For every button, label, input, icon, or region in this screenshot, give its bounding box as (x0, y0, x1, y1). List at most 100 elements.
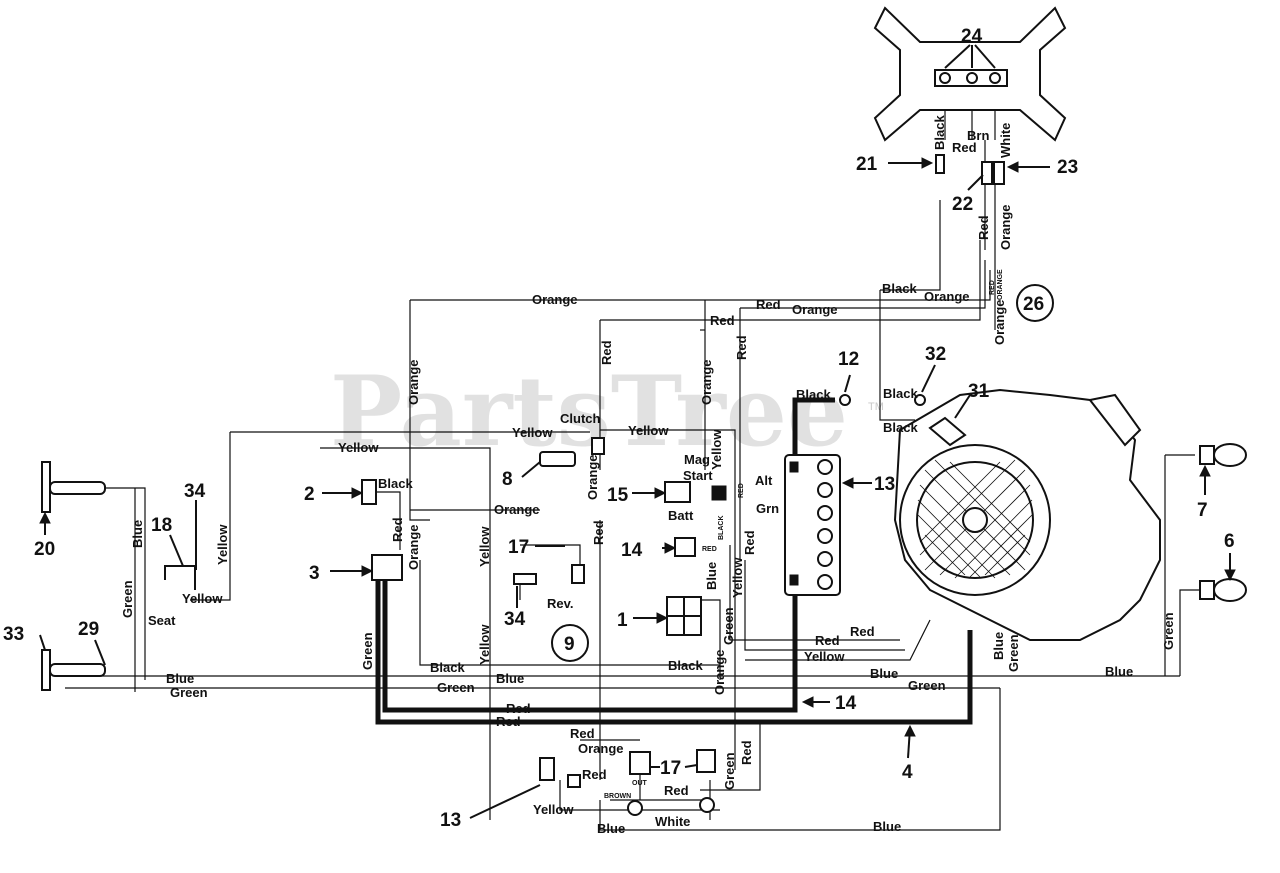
callout-31: 34 (184, 481, 206, 502)
callout-29: 29 (78, 619, 99, 640)
label-black-2: Black (378, 476, 413, 491)
callout-3: 3 (309, 563, 320, 584)
lamp-21 (41, 461, 106, 513)
label-orange-3: Orange (406, 524, 421, 570)
label-green-21: Green (120, 580, 135, 618)
label-green-v1: Green (721, 607, 736, 645)
battery-11 (784, 454, 841, 596)
ignition-15 (664, 481, 691, 503)
label-blue-v-eng: Blue (991, 632, 1006, 660)
label-red-23: Red (952, 140, 977, 155)
label-red-top2: Red (710, 313, 735, 328)
label-green-mid: Green (437, 680, 475, 695)
callout-8-circle (551, 624, 589, 662)
callout-17: 17 (660, 758, 681, 779)
label-black-mid: Black (430, 660, 465, 675)
label-blue-r: Blue (870, 666, 898, 681)
label-red-small3: RED (702, 546, 717, 553)
connector-24 (993, 161, 1005, 185)
label-blue-29: Blue (166, 671, 194, 686)
label-yellow-3: Yellow (338, 440, 379, 455)
callout-30: 33 (3, 624, 24, 645)
label-green-v17: Green (722, 752, 737, 790)
connector-23 (981, 161, 993, 185)
callouts: 24 21 23 22 26 12 32 31 13 7 6 14 4 20 3… (3, 26, 1235, 831)
clutch-connector (591, 437, 605, 455)
label-red-small: RED (989, 280, 996, 295)
component-2 (361, 479, 377, 505)
label-red-12b: Red (582, 767, 607, 782)
switch-9 (539, 451, 576, 467)
label-green-r: Green (908, 678, 946, 693)
label-white-24: White (998, 123, 1013, 158)
label-orange-12: Orange (578, 741, 624, 756)
label-yellow-v15: Yellow (709, 429, 724, 470)
label-red-11a: Red (850, 624, 875, 639)
label-batt: Batt (668, 508, 694, 523)
callout-9: 8 (502, 469, 513, 490)
seat-switch-20 (164, 565, 196, 590)
label-green-v-eng: Green (1006, 634, 1021, 672)
label-red-v-mid: Red (591, 520, 606, 545)
callout-18: 17 (508, 537, 529, 558)
callout-22: 21 (856, 154, 878, 175)
connector-12 (567, 774, 581, 788)
switch-12 (539, 757, 555, 781)
callout-6: 6 (1224, 531, 1235, 552)
callout-21: 20 (34, 539, 55, 560)
cable-4 (375, 560, 973, 725)
label-yellow-v34: Yellow (477, 624, 492, 665)
label-grn: Grn (756, 501, 779, 516)
connector-red (699, 797, 715, 813)
callout-23: 22 (952, 194, 973, 215)
label-orange-v3: Orange (712, 649, 727, 695)
label-yellow-12: Yellow (533, 802, 574, 817)
callout-12: 13 (440, 810, 461, 831)
lamp-6 (1199, 578, 1247, 602)
label-alt: Alt (755, 473, 773, 488)
label-white-12: White (655, 814, 690, 829)
callout-14: 14 (621, 540, 643, 561)
label-blue-mid: Blue (496, 671, 524, 686)
label-orange-v-right: Orange (998, 204, 1013, 250)
label-blue-21: Blue (130, 520, 145, 548)
component-3 (371, 554, 403, 581)
label-blue-bottom: Blue (873, 819, 901, 834)
label-yellow-11: Yellow (804, 649, 845, 664)
watermark-tm: TM (868, 401, 884, 413)
label-yellow-1: Yellow (512, 425, 553, 440)
label-yellow-seat: Yellow (182, 591, 223, 606)
callout-11: 13 (874, 474, 895, 495)
label-orange-top3: Orange (924, 289, 970, 304)
label-red-v-right: Red (976, 215, 991, 240)
label-black-small: BLACK (718, 516, 725, 541)
label-red-4: Red (496, 714, 521, 729)
callout-26: 26 (1023, 294, 1044, 315)
label-red-v17: Red (739, 740, 754, 765)
callout-27: 24 (961, 26, 983, 47)
label-orange-mid: Orange (494, 502, 540, 517)
callout-33: 32 (925, 344, 946, 365)
label-red-v3: Red (742, 530, 757, 555)
cable-13 (382, 397, 835, 713)
label-orange-top: Orange (532, 292, 578, 307)
label-red-v1: Red (599, 340, 614, 365)
label-red-11b: Red (815, 633, 840, 648)
label-red-13: Red (506, 701, 531, 716)
label-rev: Rev. (547, 596, 574, 611)
label-black-33: Black (883, 386, 918, 401)
component-14 (674, 537, 696, 557)
callout-34: 34 (504, 609, 526, 630)
label-blue-v1: Blue (704, 562, 719, 590)
label-clutch: Clutch (560, 411, 601, 426)
label-seat: Seat (148, 613, 176, 628)
label-red-top1: Red (756, 297, 781, 312)
component-18 (571, 564, 585, 584)
label-red-12: Red (570, 726, 595, 741)
label-blue-12: Blue (597, 821, 625, 836)
callout-8: 9 (564, 634, 575, 655)
component-1 (666, 596, 702, 636)
callout-7: 7 (1197, 500, 1208, 521)
label-orange-small: ORANGE (997, 269, 1004, 300)
